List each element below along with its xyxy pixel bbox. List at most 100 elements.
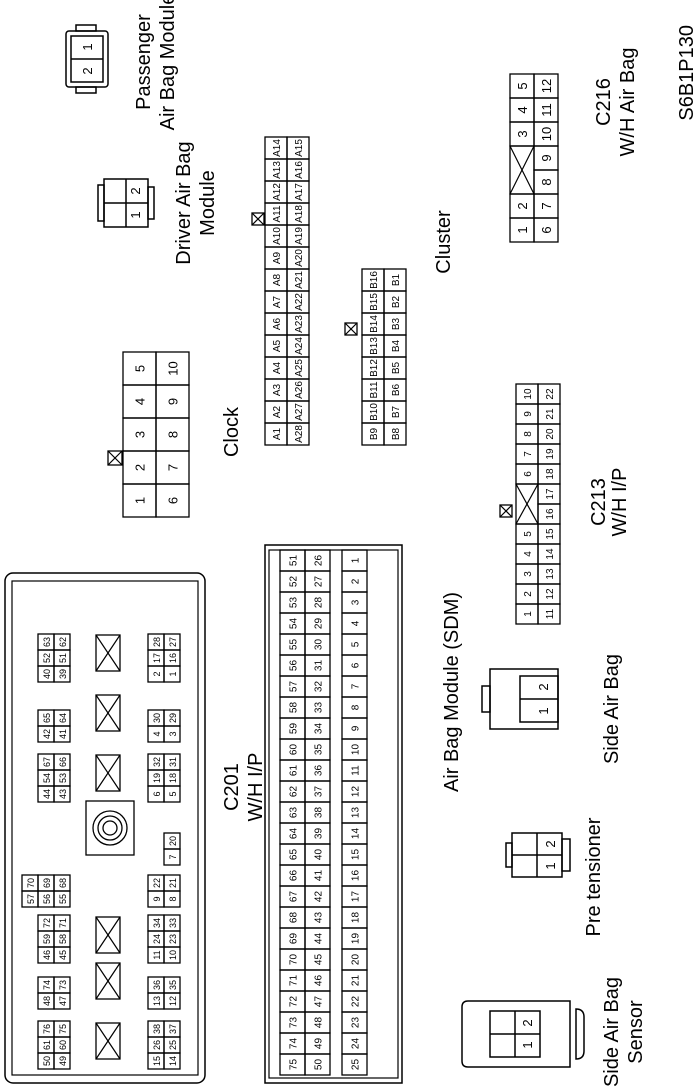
pin-label: 25 [168,1040,178,1050]
pin-label: 20 [351,954,362,966]
pin-label: A28 [294,425,305,443]
pin-label: 33 [314,702,325,714]
pin-label: A7 [272,295,283,308]
pin-label: 26 [152,1040,162,1050]
pin-label: 1 [543,862,558,869]
pin-label: 66 [289,870,300,882]
pin-label: 16 [351,870,362,882]
pin-label: 11 [539,103,554,117]
pin-label: 51 [58,653,68,663]
pin-label: 8 [166,431,181,438]
pin-label: 19 [152,773,162,783]
pin-label: 68 [58,878,68,888]
pin-cell [383,268,407,292]
pin-label: 29 [168,713,178,723]
pin-label: 29 [314,618,325,630]
pin-label: 56 [42,894,52,904]
pin-label: 32 [152,757,162,767]
pin-cell [163,709,181,727]
pin-label: 40 [42,669,52,679]
pin-label: 52 [42,653,52,663]
pin-cell [53,976,71,994]
pre-tensioner-label: Pre tensioner [583,817,605,936]
pin-label: A16 [294,161,305,179]
pin-label: 4 [152,731,162,736]
pin-label: 21 [545,408,556,420]
pin-label: B15 [369,293,380,311]
pin-label: 55 [58,894,68,904]
pin-label: 75 [58,1024,68,1034]
pin-label: 58 [58,934,68,944]
pin-label: 1 [536,707,551,714]
pin-cell [286,136,310,160]
pin-label: B11 [369,381,380,398]
pin-label: 63 [42,637,52,647]
cluster-connector: A1A2A3A4A5A6A7A8A9A10A11A12A13A14A28A27A… [251,136,407,446]
pin-label: 2 [543,840,558,847]
pin-label: 1 [515,226,530,233]
pin-label: 57 [289,681,300,693]
pin-label: 32 [314,681,325,693]
pin-label: 60 [289,744,300,756]
pin-label: 5 [351,641,362,647]
pin-label: 1 [520,1041,535,1048]
sdm-label: Air Bag Module (SDM) [441,592,463,792]
pin-label: 44 [314,933,325,945]
pin-label: 57 [26,894,36,904]
pin-label: 10 [523,388,534,400]
pin-label: A23 [294,315,305,333]
c201-blank-cavity [95,1022,121,1060]
pin-cell [155,351,190,386]
pin-cell [537,383,561,405]
pin-label: 16 [545,508,556,520]
pin-label: 53 [58,773,68,783]
pin-label: 4 [133,398,148,405]
pin-label: 20 [168,836,178,846]
pin-label: 48 [42,996,52,1006]
pin-label: 49 [314,1038,325,1050]
pin-label: 71 [289,975,300,987]
pin-label: 47 [58,996,68,1006]
pin-label: 67 [289,891,300,903]
pin-label: B5 [391,361,402,374]
pin-label: 35 [314,744,325,756]
pin-label: 7 [166,464,181,471]
pin-label: 16 [168,653,178,663]
pin-label: 23 [351,1017,362,1029]
pin-label: A20 [294,249,305,267]
pin-label: B1 [391,273,402,286]
c201-label: W/H I/P [245,753,267,822]
pin-label: 60 [58,1040,68,1050]
pin-label: 51 [289,555,300,567]
pin-label: 18 [168,773,178,783]
pin-label: 45 [58,950,68,960]
side-airbag-sensor-label: Sensor [625,1000,647,1064]
pin-cell [53,914,71,932]
pin-label: B9 [369,427,380,440]
pin-cell [163,832,181,850]
pin-cell [53,1020,71,1038]
pin-label: 64 [58,713,68,723]
c216-label: C216 [593,78,615,126]
pin-label: 27 [168,637,178,647]
c201-blank-cavity [95,694,121,732]
pin-label: A14 [272,139,283,157]
pin-label: 1 [168,671,178,676]
pin-label: 71 [58,918,68,928]
pin-label: 9 [351,725,362,731]
pin-label: 11 [351,765,362,776]
pin-label: 52 [289,576,300,588]
pin-label: 36 [314,765,325,777]
pin-label: A27 [294,403,305,421]
pin-label: 65 [42,713,52,723]
pin-label: A13 [272,161,283,179]
pin-label: 58 [289,702,300,714]
pin-label: B8 [391,427,402,440]
pin-label: 13 [545,568,556,580]
c201-blank-cavity [95,634,121,672]
pin-label: 9 [539,154,554,161]
sdm-housing [264,544,403,1084]
pin-label: 33 [168,918,178,928]
